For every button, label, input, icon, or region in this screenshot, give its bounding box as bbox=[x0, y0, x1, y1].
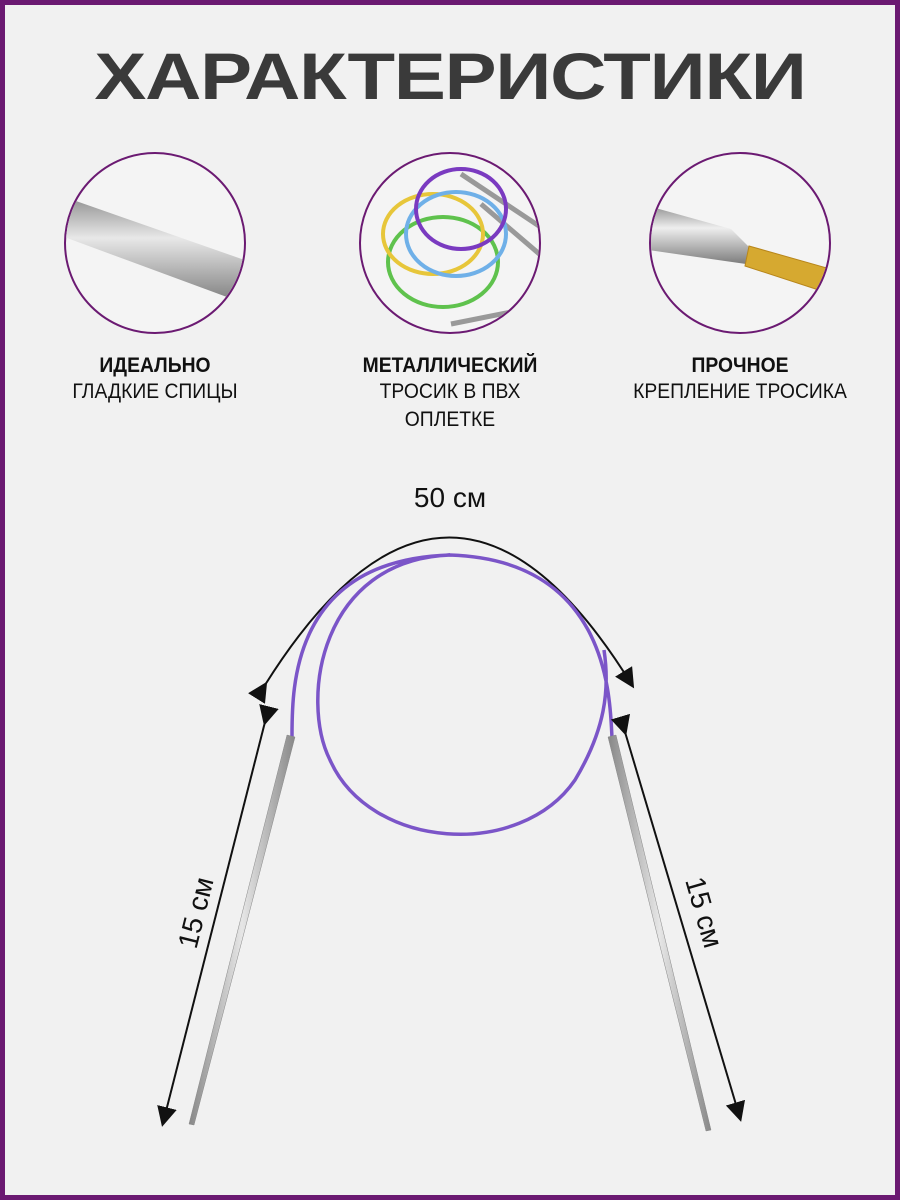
feature-metal-cable: МЕТАЛЛИЧЕСКИЙ ТРОСИК В ПВХ ОПЛЕТКЕ bbox=[310, 152, 590, 434]
cable-length-arrow bbox=[248, 536, 635, 704]
cable-joint-photo bbox=[649, 152, 831, 334]
needle-dimension-diagram: 50 см 15 см 15 см bbox=[157, 482, 746, 1132]
feature-smooth-needles: ИДЕАЛЬНО ГЛАДКИЕ СПИЦЫ bbox=[15, 152, 295, 406]
colored-cables-photo bbox=[359, 152, 541, 334]
feature-title: МЕТАЛЛИЧЕСКИЙ bbox=[362, 354, 538, 377]
right-needle-arrow bbox=[610, 713, 746, 1122]
feature-text: ОПЛЕТКЕ bbox=[404, 408, 496, 431]
feature-text: ГЛАДКИЕ СПИЦЫ bbox=[72, 380, 238, 403]
feature-text: КРЕПЛЕНИЕ ТРОСИКА bbox=[633, 380, 847, 403]
feature-text: ТРОСИК В ПВХ bbox=[379, 380, 521, 403]
purple-cable bbox=[290, 553, 614, 836]
feature-title: ПРОЧНОЕ bbox=[691, 354, 789, 377]
left-needle-label: 15 см bbox=[172, 874, 220, 952]
feature-title: ИДЕАЛЬНО bbox=[99, 354, 211, 377]
feature-strong-joint: ПРОЧНОЕ КРЕПЛЕНИЕ ТРОСИКА bbox=[600, 152, 880, 406]
page-title: ХАРАКТЕРИСТИКИ bbox=[94, 39, 806, 113]
cable-length-label: 50 см bbox=[414, 482, 486, 513]
left-needle-arrow bbox=[157, 704, 279, 1127]
smooth-needle-photo bbox=[64, 152, 246, 334]
